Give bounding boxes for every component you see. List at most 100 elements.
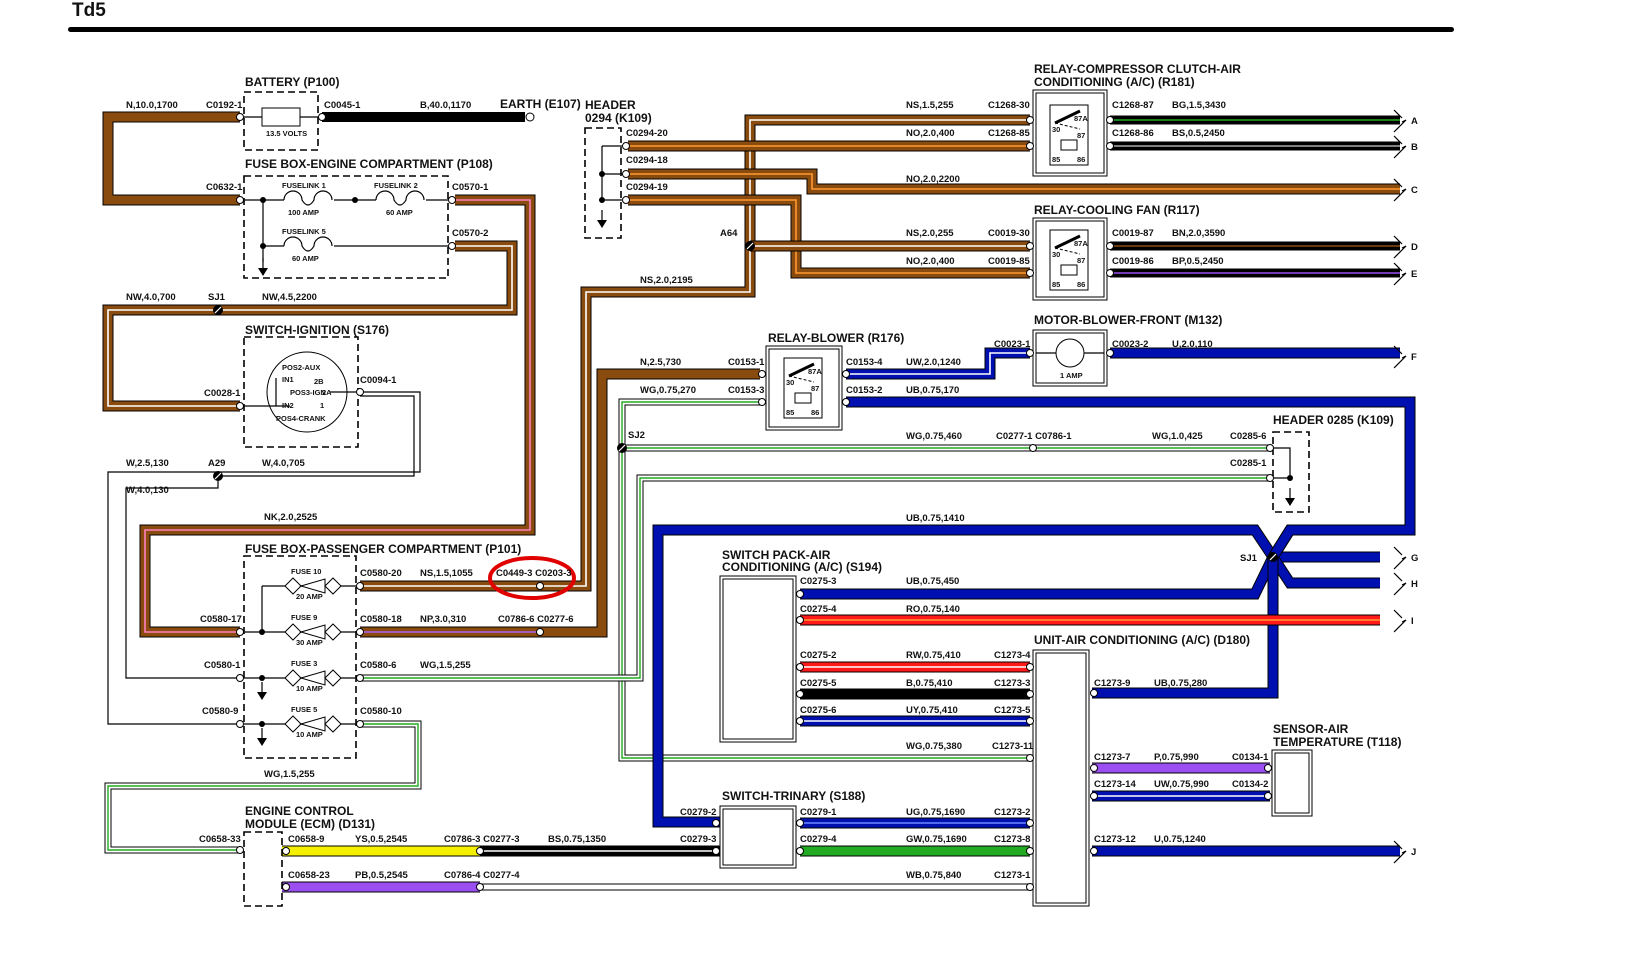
wire-ub-280[interactable] [1092,557,1278,698]
motor-icon [1055,338,1085,368]
connector-pin-icon [318,113,326,121]
earth-title: EARTH (E107) [500,97,581,111]
connector-pin-icon [1026,717,1034,725]
connector-pin-icon [356,388,364,396]
wire-id-label: NS,2.0,255 [906,228,954,239]
fuse-engine-title: FUSE BOX-ENGINE COMPARTMENT (P108) [245,157,493,171]
wire-w-4 [125,395,415,679]
wire-id-label: P,0.75,990 [1154,752,1199,763]
connector-label: C0153-1 [728,357,765,368]
unit-ac-inner [1035,652,1087,904]
connector-pin-icon [448,242,456,250]
connector-label: C0275-3 [800,576,836,587]
off-page-ref-E: E [1411,269,1417,280]
connector-label: C0134-1 [1232,752,1269,763]
off-page-ref-F: F [1411,352,1417,363]
unit-ac-title: UNIT-AIR CONDITIONING (A/C) (D180) [1034,633,1250,647]
unit-ac[interactable] [1032,649,1090,907]
fuselink-5-icon [283,236,333,252]
splice-label: SJ1 [208,292,226,303]
splice-mark [618,444,626,452]
connector-pin-icon [1026,269,1034,277]
connector-label: C0786-3 C0277-3 [444,834,520,845]
junction-dot-icon [260,197,266,203]
wire-loop[interactable] [1269,525,1380,560]
connector-pin-icon [1090,689,1098,697]
connector-label: C0294-19 [626,182,668,193]
connector-label: C0019-86 [1112,256,1154,267]
relay-fan-title: RELAY-COOLING FAN (R117) [1034,203,1200,217]
connector-label: C0019-30 [988,228,1030,239]
wire-wg-270-tracer [621,401,1030,759]
wire-nw-tracer [107,245,513,407]
switch-trinary[interactable] [719,805,797,869]
switch-pack-ac[interactable] [719,575,797,743]
wire-ub-1410[interactable] [653,525,1277,827]
junction-dot-icon [259,675,265,681]
connector-pin-icon [1264,792,1272,800]
connector-pin-icon [1090,792,1098,800]
relay-pin-label: 30 [1052,250,1060,259]
relay-pin-label: 87A [1074,239,1088,248]
wire-ns-15-tracer [360,119,1030,587]
connector-pin-icon [622,196,630,204]
small-label: 20 AMP [296,592,323,601]
wire-n-25[interactable] [540,369,760,637]
connector-pin-icon [1026,242,1034,250]
wire-ub-450[interactable] [800,555,1278,599]
connector-pin-icon [356,674,364,682]
connector-label: C0153-2 [846,385,882,396]
relay-pin-label: 85 [1052,280,1060,289]
wire-id-label: YS,0.5,2545 [355,834,408,845]
wire-id-label: W,4.0,130 [126,485,169,496]
off-page-arrow-icon [1393,609,1407,633]
splice-mark [214,306,222,314]
relay-pin-label: 87 [811,384,819,393]
wire-n-10[interactable] [103,112,240,205]
motor-blower-title: MOTOR-BLOWER-FRONT (M132) [1034,313,1222,327]
sensor-air-temp[interactable] [1271,749,1313,817]
ground-icon [257,738,267,746]
wire-h[interactable] [1269,554,1380,588]
wire-no-2-400b-outline [628,194,1030,279]
connector-label: C0275-5 [800,678,837,689]
small-label: POS3-IGN [290,388,326,397]
connector-label: C0019-87 [1112,228,1154,239]
connector-pin-icon [1090,847,1098,855]
wire-id-label: GW,0.75,1690 [906,834,967,845]
wire-no-2-400b[interactable] [628,195,1030,278]
connector-pin-icon [796,717,804,725]
connector-label: C0658-9 [288,834,324,845]
connector-label: C1268-85 [988,128,1030,139]
small-label: FUSE 5 [291,705,317,714]
connector-label: C0192-1 [206,100,243,111]
relay-compressor-coil-icon [1060,139,1078,151]
connector-pin-icon [356,582,364,590]
small-label: FUSE 9 [291,613,317,622]
fuse-5-icon [284,715,342,733]
battery-title: BATTERY (P100) [245,75,339,89]
off-page-ref-J: J [1411,847,1416,858]
connector-pin-icon [1026,349,1034,357]
connector-pin-icon [758,370,766,378]
wire-no-2-2200[interactable] [628,169,1400,194]
connector-pin-icon [1264,764,1272,772]
relay-pin-label: 86 [811,408,819,417]
small-label: POS4-CRANK [276,414,326,423]
small-label: 10 AMP [296,730,323,739]
relay-blower-contact-open [788,375,815,383]
connector-pin-icon [1106,116,1114,124]
wire-id-label: W,4.0,705 [262,458,305,469]
connector-label: C0275-4 [800,604,837,615]
connector-pin-icon [796,819,804,827]
connector-label: C1273-8 [994,834,1030,845]
connector-pin-icon [1026,142,1034,150]
relay-pin-label: 86 [1077,280,1085,289]
sensor-air-temp-inner [1274,752,1310,814]
connector-label: C1273-5 [994,705,1031,716]
battery-voltage: 13.5 VOLTS [266,129,307,138]
motor-rating: 1 AMP [1060,371,1083,380]
wire-id-label: WG,0.75,270 [640,385,696,396]
